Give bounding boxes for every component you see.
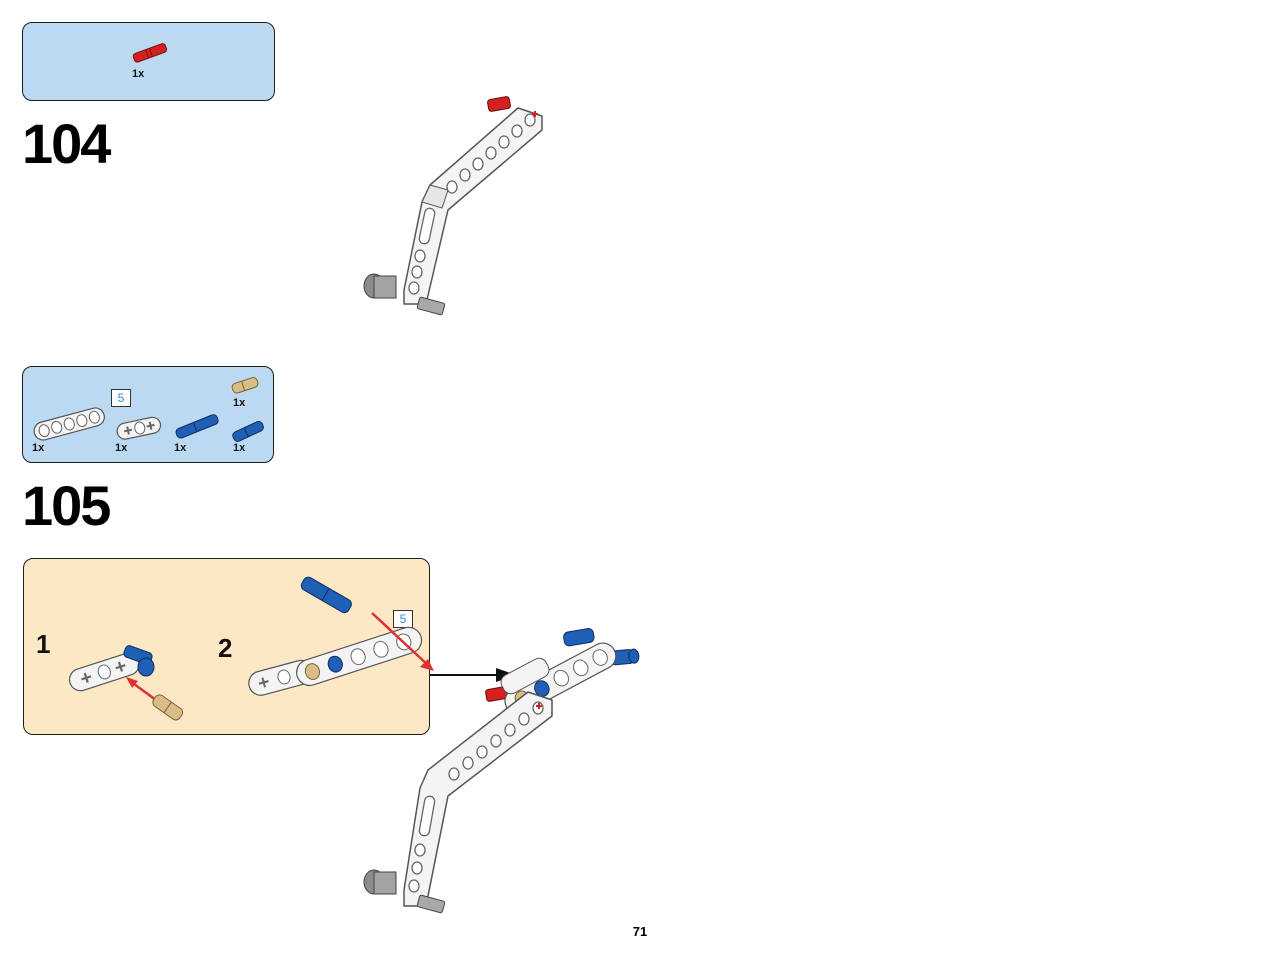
white-beam-5-length-badge: 5 xyxy=(111,389,131,407)
tan-pin-icon xyxy=(231,377,259,394)
substep-2-image xyxy=(248,576,434,696)
tan-pin-qty: 1x xyxy=(233,397,246,409)
red-axle-pin-icon xyxy=(132,43,168,63)
blue-axle-pin-qty: 1x xyxy=(233,442,246,454)
step-105-subassembly-callout: 1 2 5 xyxy=(23,558,434,735)
step-105-assembly-image xyxy=(363,627,640,914)
blue-axle-pin-icon xyxy=(232,420,264,442)
substep-1-image xyxy=(68,645,184,721)
substep-2-length-badge: 5 xyxy=(393,610,413,628)
red-axle-pin-qty: 1x xyxy=(132,68,145,80)
white-cross-block-icon xyxy=(116,416,162,440)
white-cross-block-qty: 1x xyxy=(115,442,128,454)
substep-1-number: 1 xyxy=(36,629,51,659)
step-104-number: 104 xyxy=(22,112,111,175)
white-beam-5-icon xyxy=(33,407,105,441)
blue-long-pin-icon xyxy=(175,414,219,439)
blue-long-pin-qty: 1x xyxy=(174,442,187,454)
step-105-number: 105 xyxy=(22,474,111,537)
step-104-parts-callout: 1x xyxy=(22,22,275,101)
step-104-assembly-image xyxy=(363,96,543,316)
white-beam-5-qty: 1x xyxy=(32,442,45,454)
page-number: 71 xyxy=(632,924,648,939)
substep-2-number: 2 xyxy=(218,633,233,663)
step-105-parts-callout: 5 1x 1x 1x 1x 1x xyxy=(22,366,274,463)
